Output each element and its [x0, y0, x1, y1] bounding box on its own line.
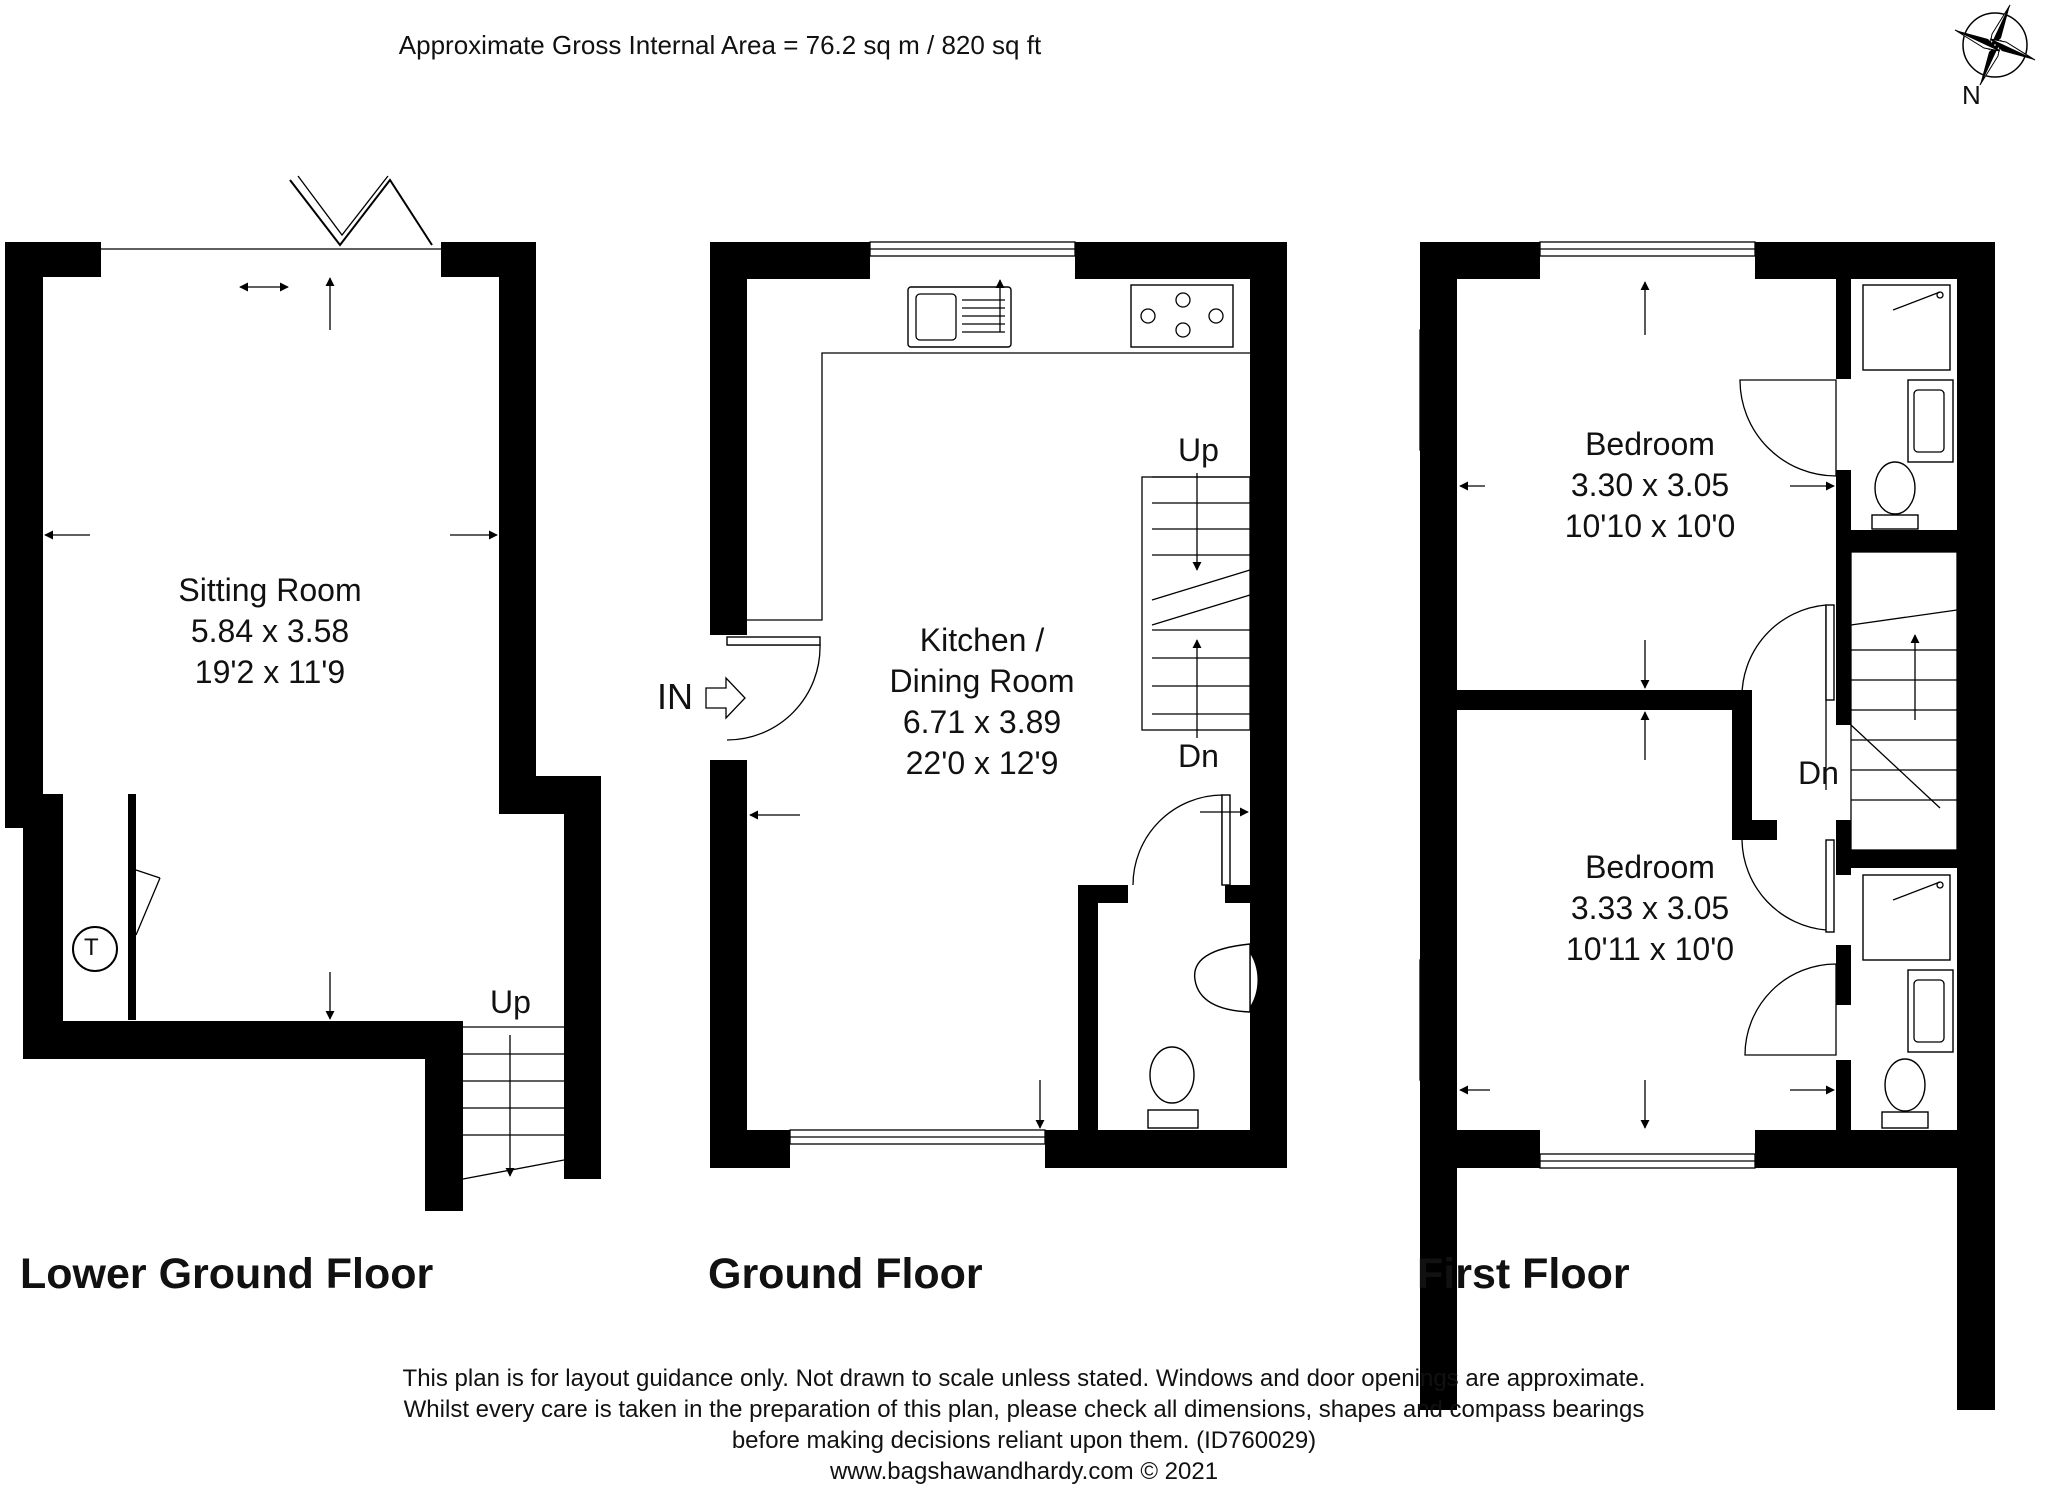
room-name-line1: Kitchen / — [919, 622, 1045, 658]
first-floor-stairs-icon — [1850, 551, 1958, 851]
lower-stairs-icon — [462, 1026, 565, 1180]
floor-title-first: First Floor — [1417, 1250, 1630, 1298]
disclaimer-line-3: before making decisions reliant upon the… — [731, 1427, 1317, 1454]
compass-rose-icon — [1954, 4, 2036, 86]
room-imperial: 10'10 x 10'0 — [1564, 508, 1736, 544]
ground-stairs-up-label: Up — [1178, 432, 1219, 468]
lower-ground-floor-plan — [5, 175, 601, 1211]
room-metric: 3.30 x 3.05 — [1570, 467, 1730, 503]
gross-internal-area: Approximate Gross Internal Area = 76.2 s… — [398, 30, 1042, 60]
ground-floor-plan — [705, 241, 1287, 1168]
room-name: Sitting Room — [178, 572, 362, 608]
first-stairs-down-label: Dn — [1798, 755, 1839, 791]
basin-icon — [1907, 969, 1954, 1053]
shower-icon — [1862, 284, 1951, 371]
lower-stairs-up-label: Up — [490, 984, 531, 1020]
room-metric: 5.84 x 3.58 — [190, 613, 350, 649]
hot-water-tank-icon — [72, 926, 118, 972]
room-imperial: 22'0 x 12'9 — [905, 745, 1059, 781]
kitchen-dining-room-label: Kitchen / Dining Room 6.71 x 3.89 22'0 x… — [852, 620, 1112, 784]
room-name: Bedroom — [1585, 426, 1715, 462]
bedroom-1-label: Bedroom 3.30 x 3.05 10'10 x 10'0 — [1510, 424, 1790, 547]
tank-label: T — [84, 934, 99, 961]
entrance-label: IN — [657, 676, 693, 717]
disclaimer-line-1: This plan is for layout guidance only. N… — [402, 1365, 1646, 1392]
cloakroom-toilet-icon — [1147, 1046, 1199, 1129]
website-copyright[interactable]: www.bagshawandhardy.com © 2021 — [829, 1458, 1219, 1485]
room-name-line2: Dining Room — [889, 663, 1075, 699]
entrance-door-icon — [726, 644, 821, 741]
bifold-door-icon — [289, 178, 433, 247]
toilet-icon — [1871, 461, 1919, 530]
shower-icon — [1862, 874, 1951, 961]
room-metric: 6.71 x 3.89 — [902, 704, 1062, 740]
disclaimer-line-2: Whilst every care is taken in the prepar… — [403, 1396, 1645, 1423]
sitting-room-label: Sitting Room 5.84 x 3.58 19'2 x 11'9 — [130, 570, 410, 693]
bedroom-2-label: Bedroom 3.33 x 3.05 10'11 x 10'0 — [1510, 847, 1790, 970]
room-name: Bedroom — [1585, 849, 1715, 885]
ground-stairs-icon — [1141, 473, 1251, 738]
floor-title-lower-ground: Lower Ground Floor — [20, 1250, 434, 1298]
floor-title-ground: Ground Floor — [708, 1250, 983, 1298]
room-metric: 3.33 x 3.05 — [1570, 890, 1730, 926]
room-imperial: 19'2 x 11'9 — [194, 654, 346, 690]
ground-stairs-down-label: Dn — [1178, 738, 1219, 774]
basin-icon — [1907, 379, 1954, 463]
toilet-icon — [1881, 1058, 1929, 1129]
hob-icon — [1130, 284, 1234, 348]
first-floor-plan — [1419, 241, 1995, 1410]
room-imperial: 10'11 x 10'0 — [1565, 931, 1735, 967]
compass-north-label: N — [1962, 80, 1981, 110]
kitchen-sink-icon — [907, 286, 1012, 348]
disclaimer: This plan is for layout guidance only. N… — [0, 1363, 2048, 1487]
